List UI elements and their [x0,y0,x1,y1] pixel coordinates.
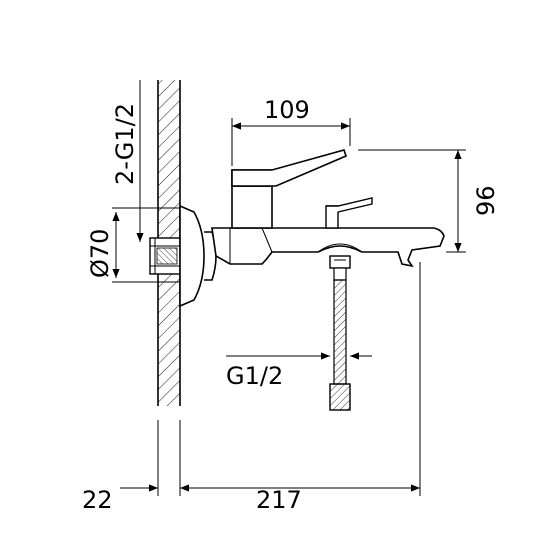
wall-offset-label: 22 [82,486,113,514]
dimension-hose-thread: G1/2 [226,352,372,390]
flange-diameter-label: Ø70 [86,229,114,278]
wall-flange [179,204,217,308]
wall-connector [149,237,181,275]
thread-connections-label: 2-G1/2 [111,103,139,185]
dimension-bottom: 22 217 [82,262,421,514]
shower-hose [329,255,351,411]
faucet-body [211,149,445,268]
dimension-body-height: 96 [358,149,500,253]
spout-reach-label: 109 [264,96,310,124]
body-height-label: 96 [472,185,500,216]
dimension-flange-diameter: Ø70 [86,207,180,283]
hose-thread-label: G1/2 [226,362,283,390]
dimension-spout-reach: 109 [231,96,351,166]
dimension-thread-connections: 2-G1/2 [111,80,144,242]
total-depth-label: 217 [256,486,302,514]
